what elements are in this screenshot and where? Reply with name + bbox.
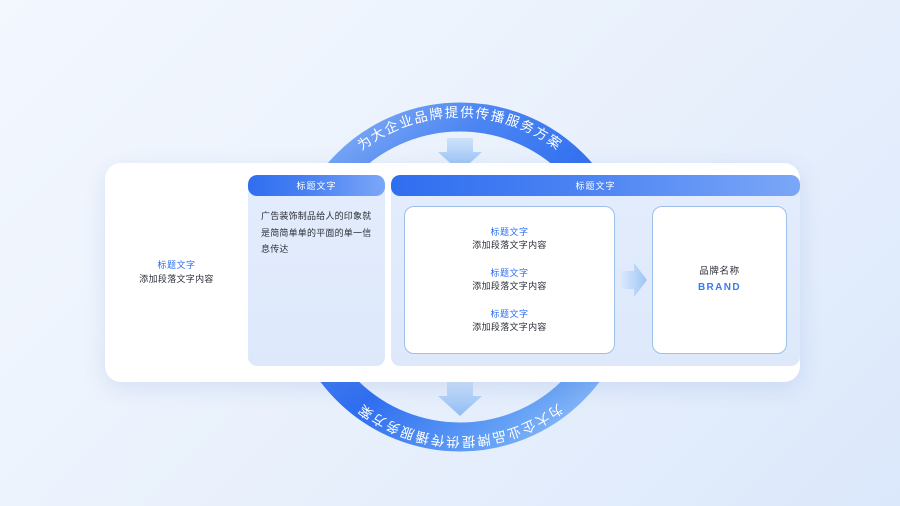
arrow-right-icon bbox=[620, 263, 647, 297]
item-description: 添加段落文字内容 bbox=[472, 322, 547, 333]
brand-name-cn: 品牌名称 bbox=[699, 266, 740, 278]
bottom-arc-label: 为大企业品牌提供传播服务方案 bbox=[354, 401, 565, 449]
middle-panel-header: 标题文字 bbox=[248, 175, 385, 196]
right-panel-header: 标题文字 bbox=[391, 175, 800, 196]
left-text-block: 标题文字 添加段落文字内容 bbox=[139, 259, 213, 285]
list-item: 标题文字 添加段落文字内容 bbox=[472, 308, 546, 334]
arrow-down-icon-bottom bbox=[438, 382, 482, 416]
left-description: 添加段落文字内容 bbox=[139, 273, 214, 284]
left-text-column: 标题文字 添加段落文字内容 bbox=[105, 163, 248, 382]
item-description: 添加段落文字内容 bbox=[472, 281, 547, 291]
item-title: 标题文字 bbox=[490, 267, 529, 278]
arrow-right-icon-wrap bbox=[615, 206, 652, 354]
item-description: 添加段落文字内容 bbox=[472, 239, 547, 250]
middle-panel-paragraph: 广告装饰制品给人的印象就是简简单单的平面的单一信息传达 bbox=[261, 211, 372, 255]
feature-items-box: 标题文字 添加段落文字内容 标题文字 添加段落文字内容 标题文字 添加段落文字内… bbox=[404, 206, 615, 354]
brand-box: 品牌名称 BRAND bbox=[652, 206, 787, 354]
list-item: 标题文字 添加段落文字内容 bbox=[472, 267, 546, 293]
item-title: 标题文字 bbox=[490, 226, 529, 237]
left-title: 标题文字 bbox=[157, 260, 196, 271]
list-item: 标题文字 添加段落文字内容 bbox=[472, 226, 546, 252]
brand-text-block: 品牌名称 BRAND bbox=[698, 264, 741, 295]
top-arc-label: 为大企业品牌提供传播服务方案 bbox=[355, 105, 566, 153]
brand-name-en: BRAND bbox=[697, 281, 742, 293]
middle-panel: 标题文字 广告装饰制品给人的印象就是简简单单的平面的单一信息传达 bbox=[248, 175, 385, 366]
right-panel: 标题文字 标题文字 添加段落文字内容 标题文字 添加段落文字内容 标题文字 添加… bbox=[391, 175, 800, 366]
item-title: 标题文字 bbox=[490, 309, 529, 320]
right-panel-body: 标题文字 添加段落文字内容 标题文字 添加段落文字内容 标题文字 添加段落文字内… bbox=[391, 196, 800, 366]
content-card: 标题文字 添加段落文字内容 标题文字 广告装饰制品给人的印象就是简简单单的平面的… bbox=[105, 163, 800, 382]
middle-panel-body: 广告装饰制品给人的印象就是简简单单的平面的单一信息传达 bbox=[248, 196, 385, 366]
